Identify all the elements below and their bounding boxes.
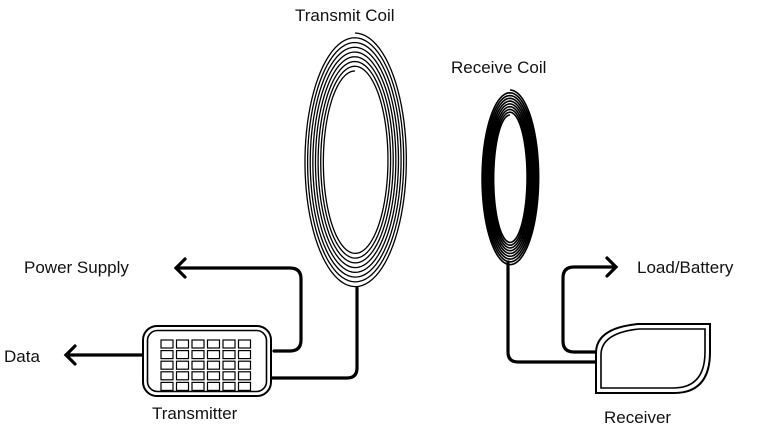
keypad-key [191,360,205,370]
keypad-key [206,381,221,391]
keypad-key [160,350,174,360]
keypad-key [175,371,190,381]
receive-coil-lead-wire [506,260,599,364]
keypad-key [237,371,252,381]
keypad-key [206,360,221,370]
receiver-block [595,323,711,394]
keypad-key [237,360,252,370]
data-arrowhead [63,344,77,366]
keypad-key [222,381,236,391]
keypad-key [237,381,252,391]
receive-coil-label: Receive Coil [451,58,546,77]
coil-spiral-winding [304,32,407,288]
keypad-key [237,339,252,349]
keypad-key [191,381,205,391]
coil-spiral-winding [481,89,540,266]
power-supply-wire [174,266,303,353]
keypad-key [222,339,236,349]
power-supply-label: Power Supply [24,258,129,277]
transmit-coil-lead-wire [270,286,359,380]
keypad-key [160,371,174,381]
keypad-key [206,339,221,349]
transmit-coil [304,32,407,288]
transmitter-label: Transmitter [152,404,238,423]
keypad-key [175,350,190,360]
keypad-key [222,350,236,360]
load-battery-arrowhead [605,256,619,278]
keypad-key [237,350,252,360]
keypad-key [160,339,174,349]
receiver-label: Receiver [604,408,671,427]
keypad-key [191,371,205,381]
receive-coil [481,89,540,266]
keypad-key [222,360,236,370]
keypad-key [206,350,221,360]
keypad-key [191,339,205,349]
keypad-key [160,381,174,391]
keypad-key [175,381,190,391]
keypad-key [206,371,221,381]
keypad-key [175,360,190,370]
keypad-key [160,360,174,370]
load-battery-wire [561,265,618,354]
keypad-key [191,350,205,360]
data-label: Data [4,347,40,366]
transmit-coil-label: Transmit Coil [295,6,395,25]
transmitter-block [142,325,272,397]
load-battery-label: Load/Battery [637,258,734,277]
power-supply-arrowhead [173,257,187,279]
keypad-key [175,339,190,349]
keypad-key [222,371,236,381]
transmitter-keypad [160,339,252,391]
